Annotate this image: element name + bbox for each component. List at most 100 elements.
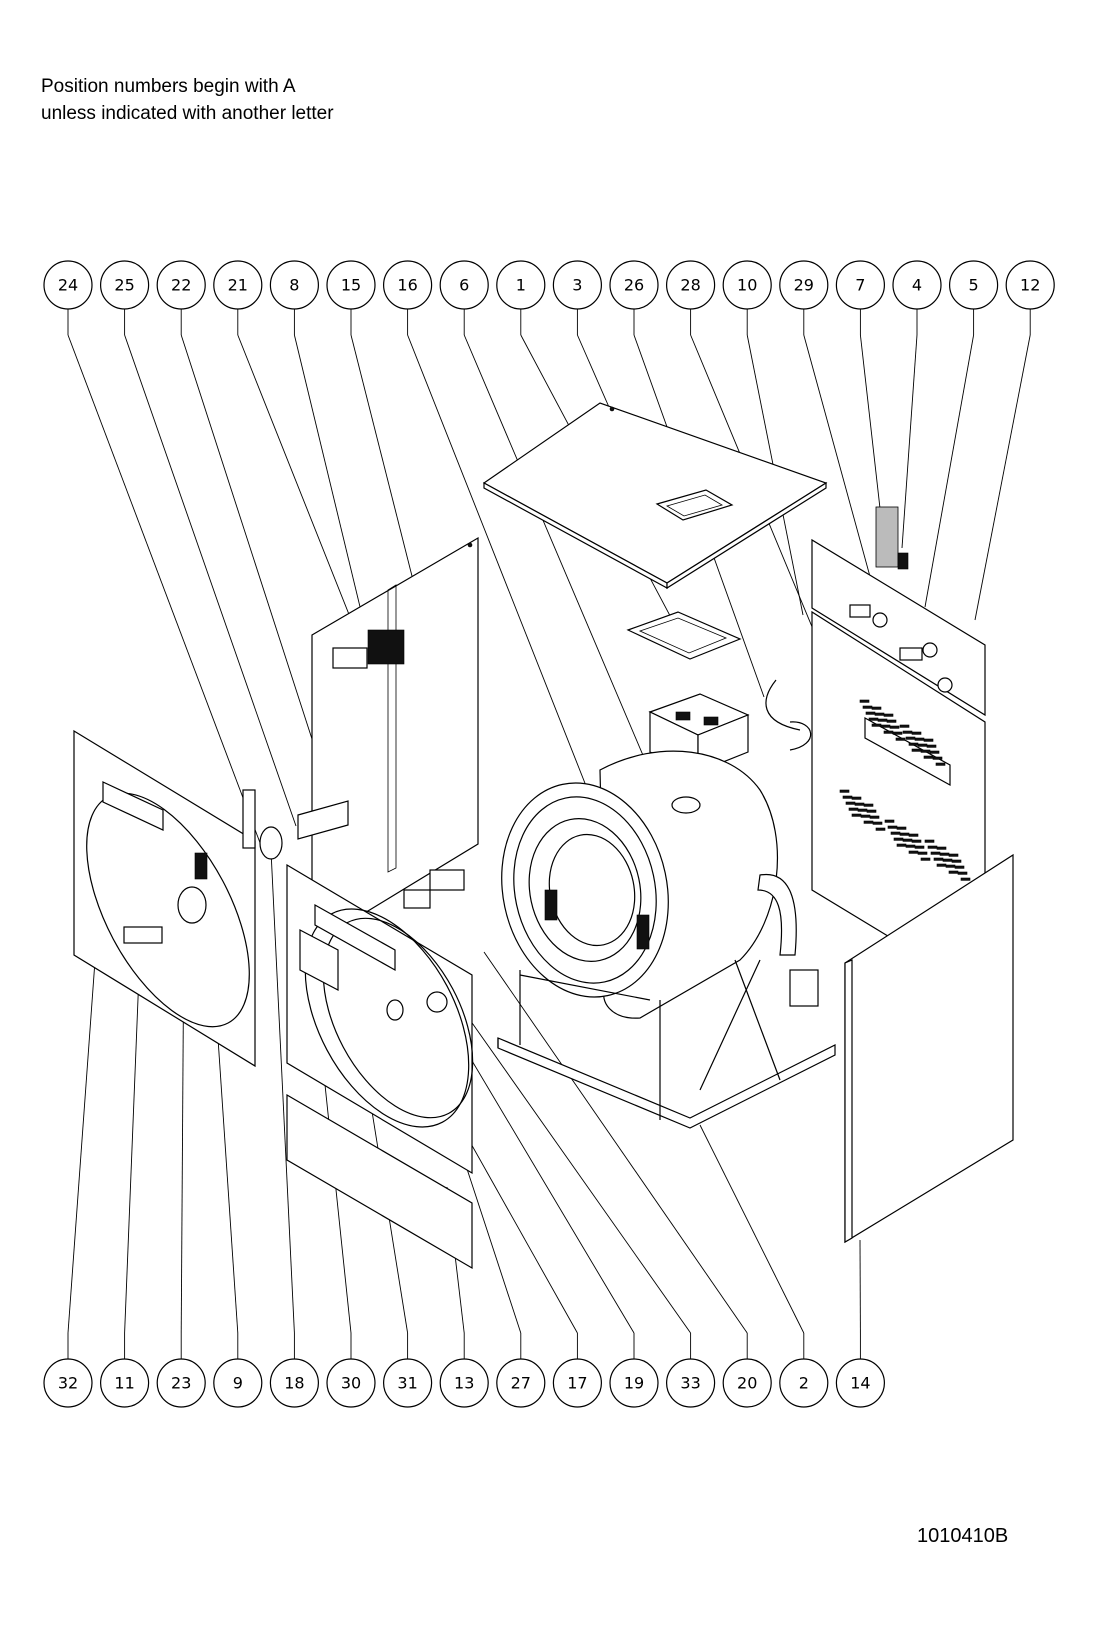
leader-line-5-diag <box>924 334 975 608</box>
note-line-1: Position numbers begin with A <box>41 76 296 97</box>
vent-slot <box>883 713 894 717</box>
vent-slot <box>874 712 885 716</box>
vent-slot <box>848 807 859 811</box>
callout-circle <box>665 1358 716 1408</box>
leader-line-12-diag <box>974 334 1031 621</box>
callout-label: 14 <box>850 1374 870 1393</box>
callout-circle <box>779 1358 829 1408</box>
vent-slot <box>933 857 944 861</box>
callout-label: 28 <box>680 276 700 295</box>
rear-panel-lower <box>811 610 986 997</box>
vent-slot <box>936 846 947 850</box>
leader-line-15-diag <box>350 334 415 585</box>
callout-circle <box>326 1358 376 1408</box>
vent-slot <box>911 731 922 735</box>
leader-line-18-diag <box>269 829 295 1334</box>
callout-24: 24 <box>43 260 93 310</box>
gasket-ring <box>259 826 283 860</box>
callout-label: 5 <box>969 276 979 295</box>
callout-circle <box>496 1358 546 1408</box>
callout-circle <box>43 260 93 310</box>
vent-slot <box>866 809 877 813</box>
vent-slot <box>886 719 897 723</box>
callout-label: 26 <box>624 276 644 295</box>
vent-slot <box>942 858 953 862</box>
vent-slot <box>929 750 940 754</box>
vent-slot <box>895 737 906 741</box>
vent-slot <box>948 853 959 857</box>
callout-label: 15 <box>341 276 361 295</box>
callout-label: 2 <box>799 1374 809 1393</box>
callout-label: 33 <box>680 1374 700 1393</box>
callout-12: 12 <box>1005 260 1055 310</box>
leader-line-4-diag <box>901 334 918 549</box>
vent-slot <box>914 737 925 741</box>
vent-slot <box>892 731 903 735</box>
front-panel <box>286 863 474 1175</box>
callout-label: 1 <box>516 276 526 295</box>
vent-slot <box>945 864 956 868</box>
callout-label: 12 <box>1020 276 1040 295</box>
vent-slot <box>932 756 943 760</box>
vent-slot <box>871 706 882 710</box>
rear-panel-upper <box>811 506 986 717</box>
leader-line-7-diag <box>859 334 883 527</box>
callout-30: 30 <box>326 1358 376 1408</box>
callout-circle <box>269 260 319 310</box>
callout-circle <box>99 260 150 310</box>
callout-8: 8 <box>269 260 319 310</box>
callout-circle <box>835 260 886 310</box>
callout-circle <box>609 260 659 310</box>
vent-slot <box>926 744 937 748</box>
vent-slot <box>908 833 919 837</box>
vent-slot <box>948 870 959 874</box>
callout-28: 28 <box>665 260 716 310</box>
vent-slot <box>880 724 891 728</box>
callout-20: 20 <box>722 1358 772 1408</box>
vent-slot <box>862 705 873 709</box>
callout-22: 22 <box>156 260 206 310</box>
callout-circle <box>213 1358 263 1408</box>
callout-19: 19 <box>609 1358 659 1408</box>
callout-label: 24 <box>58 276 78 295</box>
callout-label: 3 <box>572 276 582 295</box>
vent-slot <box>908 742 919 746</box>
vent-slot <box>957 871 968 875</box>
leader-line-29-diag <box>803 334 881 614</box>
bracket <box>297 800 349 840</box>
vent-slot <box>896 826 907 830</box>
callout-label: 22 <box>171 276 191 295</box>
vent-slot <box>877 718 888 722</box>
vent-slot <box>859 699 870 703</box>
vent-slot <box>889 725 900 729</box>
callout-26: 26 <box>609 260 659 310</box>
callout-label: 23 <box>171 1374 191 1393</box>
callout-label: 18 <box>284 1374 304 1393</box>
vent-slot <box>868 717 879 721</box>
vent-slot <box>954 865 965 869</box>
callout-circle <box>269 1358 319 1408</box>
vent-slot <box>869 815 880 819</box>
vent-slot <box>905 844 916 848</box>
callout-label: 32 <box>58 1374 78 1393</box>
callout-23: 23 <box>156 1358 206 1408</box>
callout-32: 32 <box>43 1358 93 1408</box>
vent-slot <box>899 724 910 728</box>
callout-label: 8 <box>289 276 299 295</box>
callout-label: 21 <box>228 276 248 295</box>
vent-slot <box>902 730 913 734</box>
callout-18: 18 <box>269 1358 319 1408</box>
vent-slot <box>905 736 916 740</box>
callout-circle <box>609 1358 659 1408</box>
vent-slot <box>927 845 938 849</box>
vent-slot <box>851 796 862 800</box>
callout-2: 2 <box>779 1358 829 1408</box>
kick-plate <box>286 1093 473 1270</box>
callout-21: 21 <box>213 260 263 310</box>
callout-27: 27 <box>496 1358 546 1408</box>
callout-label: 30 <box>341 1374 361 1393</box>
callout-29: 29 <box>779 260 829 310</box>
vent-slots <box>839 699 971 881</box>
callout-circle <box>383 1358 433 1408</box>
